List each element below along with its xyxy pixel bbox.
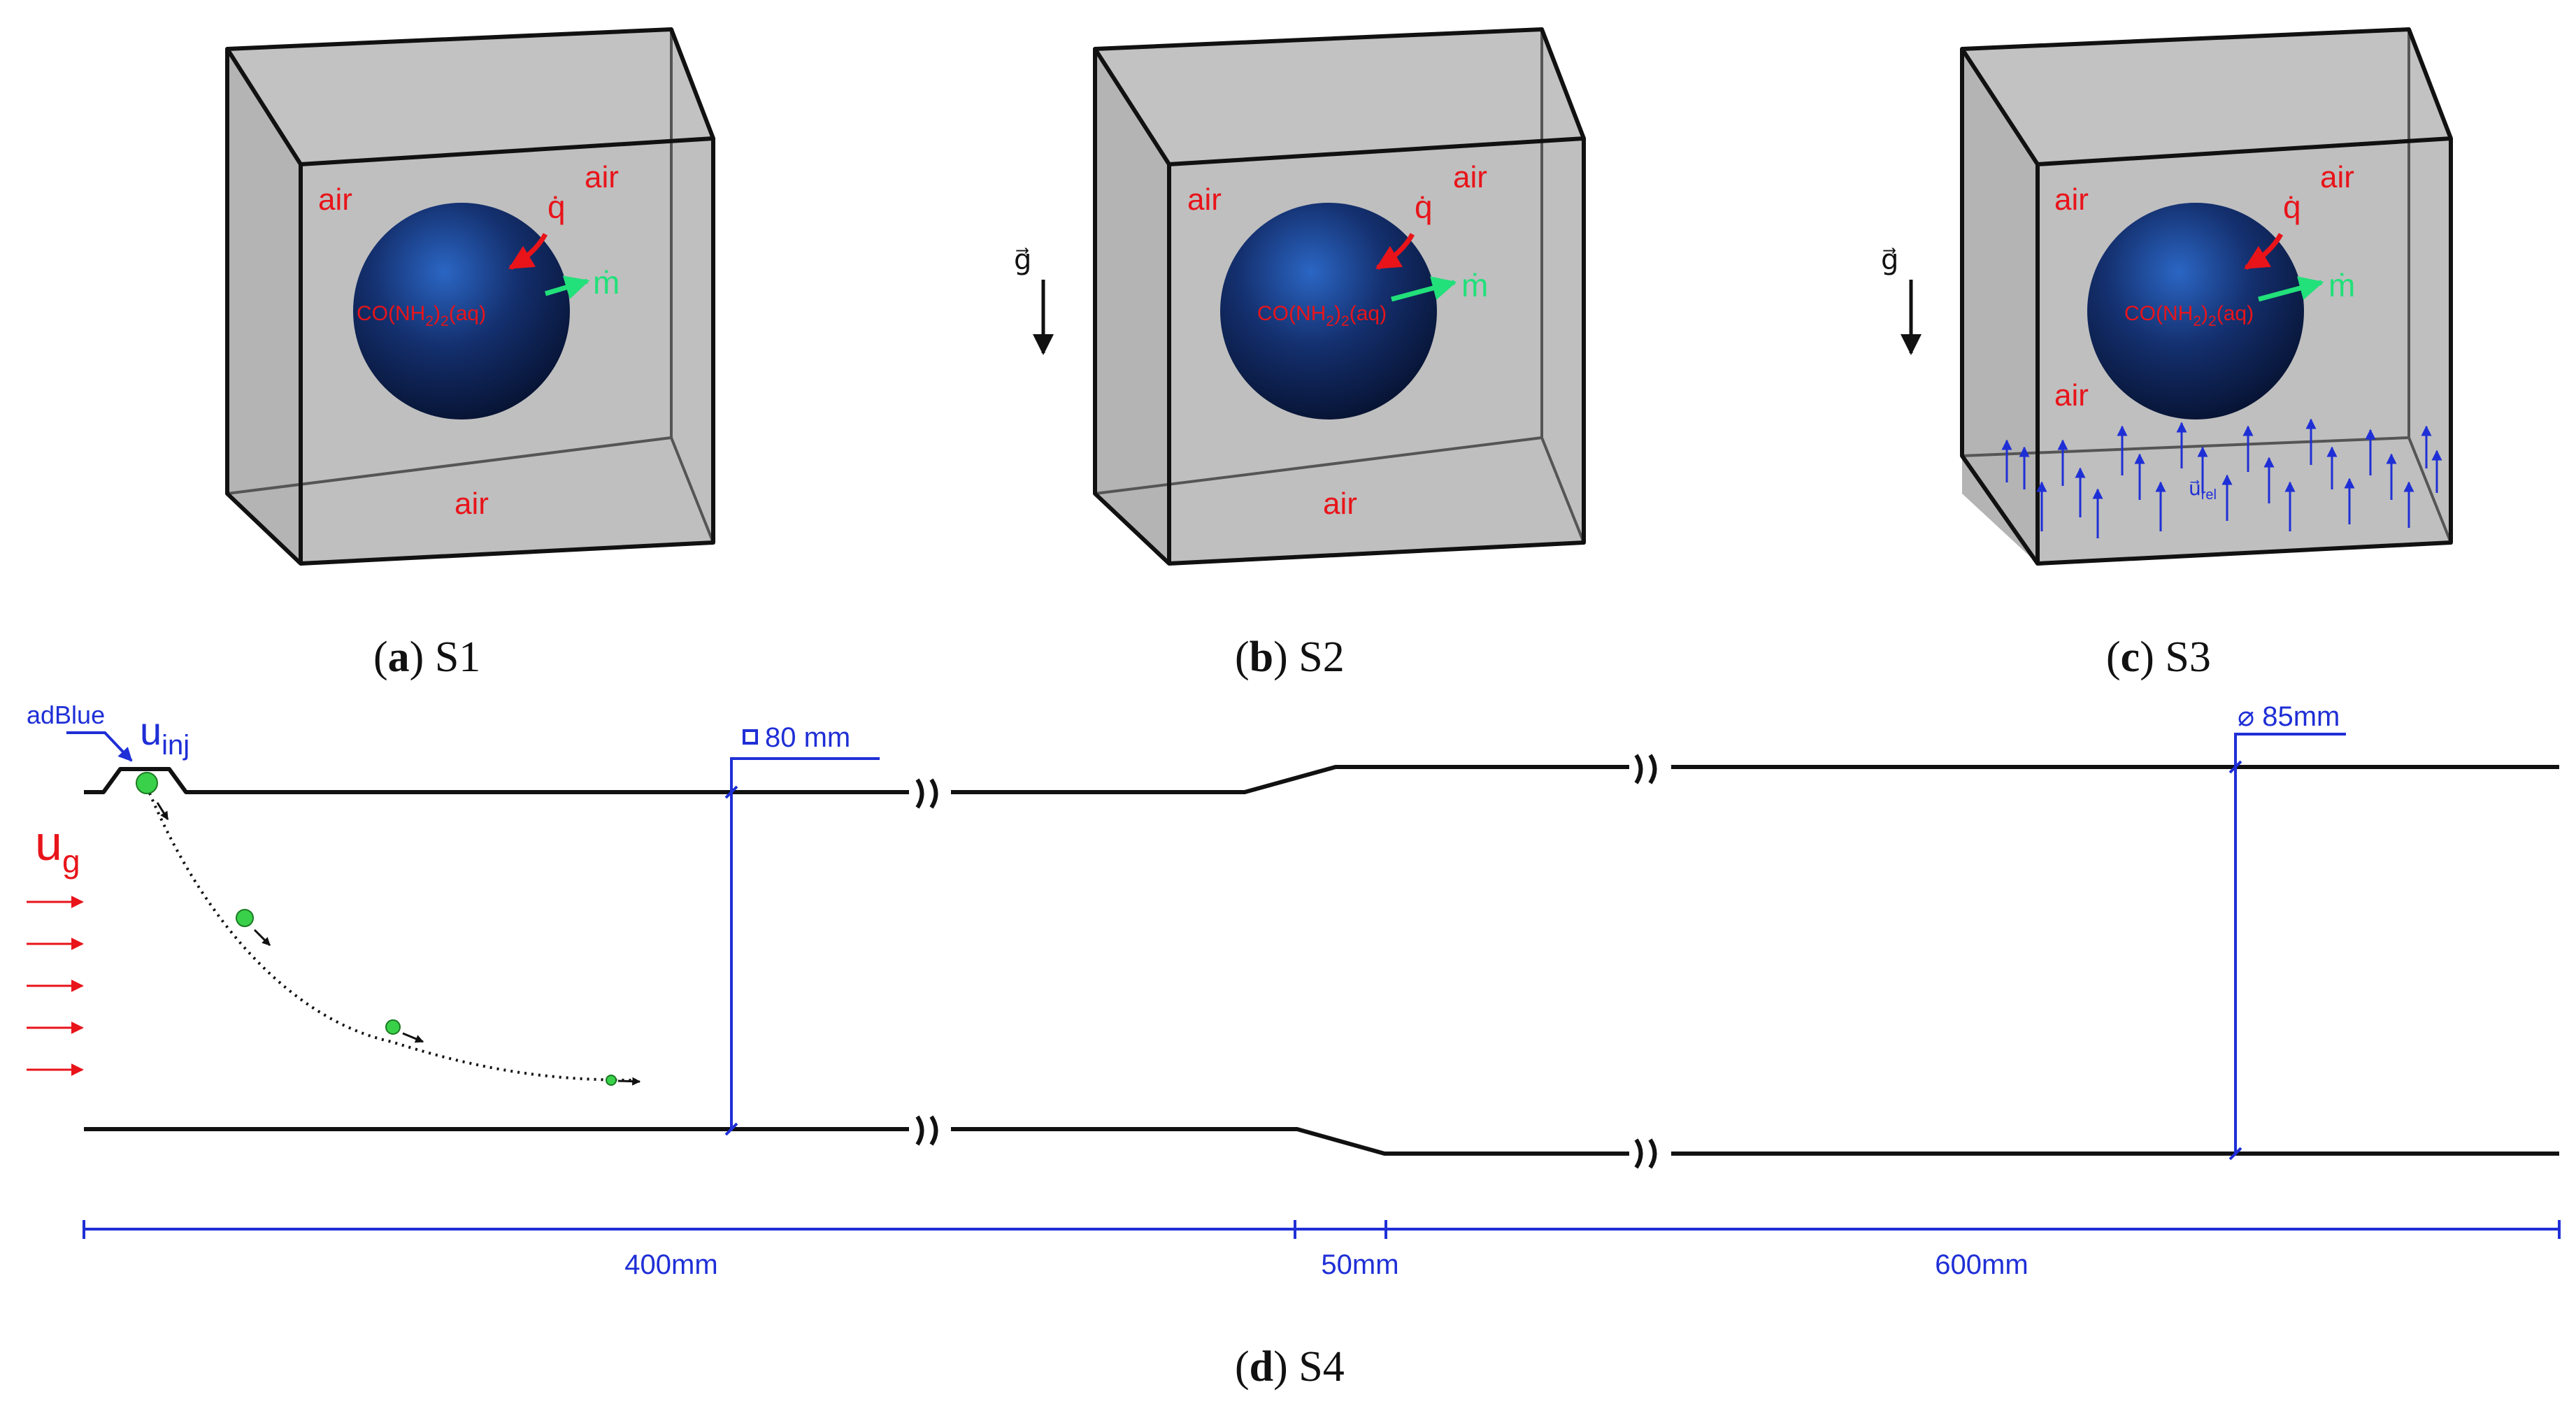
injection-velocity-label: uinj (140, 709, 189, 761)
heat-flux-arrow (2243, 233, 2284, 271)
square-section-marker (730, 757, 880, 1131)
length-label-50: 50mm (1321, 1249, 1398, 1280)
mass-flux-arrow (544, 275, 590, 299)
adblue-pointer (66, 731, 133, 762)
length-label-400: 400mm (624, 1249, 717, 1280)
square-section-tick-bottom (724, 1122, 738, 1136)
pipe-break-bottom-1 (915, 1115, 938, 1146)
square-section-label: 80 mm (765, 722, 850, 753)
air-label-bottom: air (1323, 487, 1357, 521)
spray-trajectory (145, 786, 637, 1082)
gravity-label: g⃗ (1881, 245, 1898, 275)
gas-inlet-arrows (27, 896, 84, 1076)
adblue-label: adBlue (27, 701, 105, 729)
heat-flux-label: q̇ (2283, 189, 2301, 225)
pipe-top-wall (84, 765, 2559, 794)
square-section-icon (743, 729, 758, 745)
caption-c: (c) S3 (2106, 633, 2211, 681)
panel-c: g⃗ air air air q̇ ṁ CO(NH2)2(aq) u⃗rel (… (1881, 27, 2453, 681)
air-label-bottom: air (455, 487, 489, 521)
air-label-right: air (2320, 160, 2354, 194)
air-label-right: air (1453, 160, 1487, 194)
droplet-1-velocity (156, 802, 169, 821)
heat-flux-arrow (1375, 233, 1415, 271)
air-label-mid: air (2054, 378, 2089, 413)
mass-flux-arrow (2258, 276, 2324, 302)
caption-b: (b) S2 (1235, 633, 1345, 681)
panel-d: ug adBlue uinj 80 mm ⌀ 85mm 400mm 50mm (27, 701, 2561, 1391)
panel-b: g⃗ air air air q̇ ṁ CO(NH2)2(aq) (b) S2 (1014, 27, 1586, 681)
caption-a: (a) S1 (373, 633, 480, 681)
mass-flux-label: ṁ (1461, 267, 1488, 303)
circular-section-tick-top (2228, 760, 2242, 774)
relative-velocity-arrows (2001, 418, 2442, 538)
air-label-left: air (318, 182, 352, 217)
mass-flux-arrow (1391, 276, 1457, 302)
mass-flux-label: ṁ (593, 264, 620, 301)
droplet-4 (606, 1075, 617, 1086)
mass-flux-label: ṁ (2328, 267, 2355, 303)
circular-section-tick-bottom (2228, 1147, 2242, 1161)
circular-section-label: ⌀ 85mm (2238, 701, 2340, 732)
droplet-2 (236, 909, 254, 927)
length-label-600: 600mm (1935, 1249, 2028, 1280)
relative-velocity-label: u⃗rel (2189, 478, 2217, 503)
square-section-tick-top (724, 785, 738, 799)
panel-a: air air air q̇ ṁ CO(NH2)2(aq) (a) S1 (225, 27, 715, 681)
air-label-right: air (585, 160, 619, 194)
pipe-break-bottom-2 (1634, 1138, 1657, 1169)
droplet-4-velocity (617, 1077, 641, 1086)
droplet-2-velocity (253, 928, 271, 947)
gravity-label: g⃗ (1014, 245, 1031, 275)
pipe-bottom-wall (84, 1127, 2559, 1156)
gas-velocity-label: ug (35, 816, 80, 880)
urea-droplet (1220, 203, 1437, 419)
droplet-1 (136, 772, 158, 794)
droplet-label: CO(NH2)2(aq) (1257, 302, 1387, 329)
droplet-label: CO(NH2)2(aq) (357, 302, 486, 329)
pipe-break-top-1 (915, 778, 938, 809)
urea-droplet (2087, 203, 2304, 419)
heat-flux-arrow (508, 233, 548, 271)
heat-flux-label: q̇ (548, 189, 566, 225)
air-label-left: air (2054, 182, 2089, 217)
caption-d: (d) S4 (1235, 1343, 1345, 1391)
droplet-label: CO(NH2)2(aq) (2124, 302, 2254, 329)
pipe-break-top-2 (1634, 754, 1657, 784)
droplet-3 (385, 1019, 401, 1035)
droplet-3-velocity (402, 1032, 424, 1043)
circular-section-marker (2234, 733, 2346, 1155)
heat-flux-label: q̇ (1415, 189, 1433, 225)
air-label-left: air (1187, 182, 1222, 217)
